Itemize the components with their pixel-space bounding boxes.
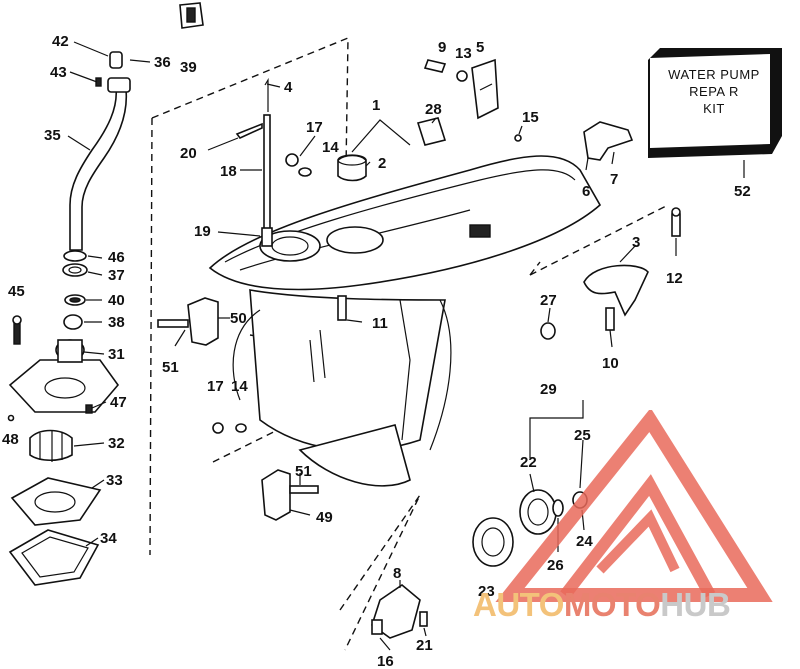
watermark-part1: AUTO — [473, 586, 564, 623]
kit-label-line3: KIT — [703, 101, 725, 116]
callout-39: 39 — [180, 59, 197, 76]
watermark-text: AUTOMOTOHUB — [473, 586, 731, 624]
callout-16: 16 — [377, 653, 394, 669]
callout-14b: 14 — [231, 378, 248, 395]
callout-13: 13 — [455, 45, 472, 62]
callout-51a: 51 — [162, 359, 179, 376]
callout-12: 12 — [666, 270, 683, 287]
callout-21: 21 — [416, 637, 433, 654]
callout-10: 10 — [602, 355, 619, 372]
watermark-part3: HUB — [660, 586, 731, 623]
callout-52: 52 — [734, 183, 751, 200]
right-hardware — [337, 207, 681, 340]
callout-1: 1 — [372, 97, 380, 114]
callout-36: 36 — [154, 54, 171, 71]
callout-25: 25 — [574, 427, 591, 444]
callout-2: 2 — [378, 155, 386, 172]
callout-15: 15 — [522, 109, 539, 126]
callout-26: 26 — [547, 557, 564, 574]
callout-42: 42 — [52, 33, 69, 50]
watermark-part2: MOTO — [563, 586, 661, 623]
water-pump-parts — [7, 250, 120, 586]
callout-14a: 14 — [322, 139, 339, 156]
callout-32: 32 — [108, 435, 125, 452]
repair-kit-label: WATER PUMP REPA R KIT — [648, 66, 780, 117]
callout-5: 5 — [476, 39, 484, 56]
callout-50: 50 — [230, 310, 247, 327]
callout-45: 45 — [8, 283, 25, 300]
callout-19: 19 — [194, 223, 211, 240]
callout-9: 9 — [438, 39, 446, 56]
callout-27: 27 — [540, 292, 557, 309]
brackets — [157, 297, 319, 521]
callout-18: 18 — [220, 163, 237, 180]
gearcase-housing — [208, 155, 602, 487]
callout-34: 34 — [100, 530, 117, 547]
callout-24: 24 — [576, 533, 593, 550]
callout-20: 20 — [180, 145, 197, 162]
callout-43: 43 — [50, 64, 67, 81]
kit-label-line1: WATER PUMP — [668, 67, 760, 82]
callout-23: 23 — [478, 583, 495, 600]
callout-35: 35 — [44, 127, 61, 144]
water-tube — [69, 51, 131, 251]
callout-6: 6 — [582, 183, 590, 200]
callout-33: 33 — [106, 472, 123, 489]
shift-rod-parts — [235, 77, 367, 247]
callout-7: 7 — [610, 171, 618, 188]
kit-label-line2: REPA R — [689, 84, 739, 99]
callout-49: 49 — [316, 509, 333, 526]
callout-8: 8 — [393, 565, 401, 582]
callout-31: 31 — [108, 346, 125, 363]
callout-29: 29 — [540, 381, 557, 398]
callout-48: 48 — [2, 431, 19, 448]
callout-51b: 51 — [295, 463, 312, 480]
callout-17a: 17 — [306, 119, 323, 136]
callout-28: 28 — [425, 101, 442, 118]
repair-kit-box — [648, 48, 782, 158]
callout-47: 47 — [110, 394, 127, 411]
callout-3: 3 — [632, 234, 640, 251]
callout-17b: 17 — [207, 378, 224, 395]
callout-38: 38 — [108, 314, 125, 331]
callout-11: 11 — [372, 315, 388, 332]
callout-37: 37 — [108, 267, 125, 284]
callout-22: 22 — [520, 454, 537, 471]
callout-46: 46 — [108, 249, 125, 266]
top-hardware — [179, 2, 634, 161]
callout-4: 4 — [284, 79, 293, 96]
callout-40: 40 — [108, 292, 125, 309]
